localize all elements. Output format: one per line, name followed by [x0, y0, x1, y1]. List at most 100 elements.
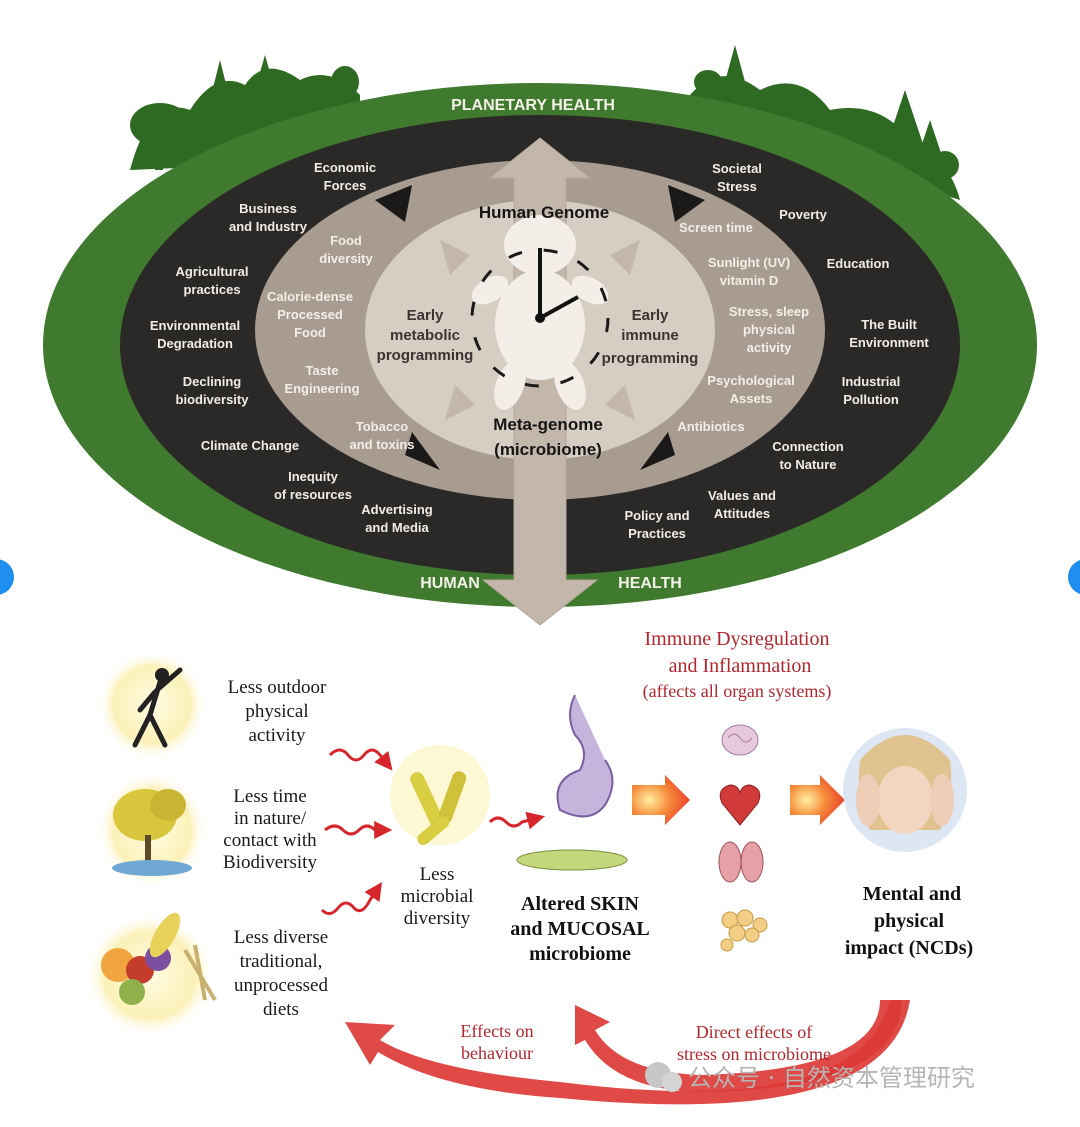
outer-left-label-0-0: Economic [314, 160, 376, 175]
feedback-arrow-behaviour [345, 1000, 910, 1105]
human-label: HUMAN [420, 575, 480, 592]
outer-right-label-5-0: Connection [772, 439, 844, 454]
page-nav-dot-right[interactable] [1068, 559, 1080, 595]
inner-left-label-2-1: Engineering [284, 381, 359, 396]
early-metabolic-2: metabolic [390, 327, 460, 344]
page-nav-dot-left[interactable] [0, 559, 14, 595]
microbes-illustration [390, 745, 490, 845]
pathway-diagram: Less outdoor physical activity Less time… [85, 628, 973, 1105]
inner-right-label-3-1: Assets [730, 391, 773, 406]
diets-text-4: diets [263, 999, 299, 1020]
outer-left-label-5-0: Climate Change [201, 438, 299, 453]
impact-text-1: Mental and [863, 883, 961, 905]
immune-note: (affects all organ systems) [643, 681, 832, 702]
planetary-health-title: PLANETARY HEALTH [451, 97, 615, 114]
fat-cells-icon [720, 909, 768, 952]
stress-text-2: stress on microbiome [677, 1044, 831, 1064]
outer-right-label-7-0: Policy and [624, 508, 689, 523]
nature-text-2: in nature/ [234, 808, 307, 829]
inner-left-label-1-2: Food [294, 325, 326, 340]
outer-left-label-3-1: Degradation [157, 336, 233, 351]
outer-left-label-4-1: biodiversity [176, 392, 250, 407]
human-genome-label: Human Genome [479, 203, 609, 222]
vertical-arrow [481, 137, 599, 626]
outer-left-label-7-0: Advertising [361, 502, 433, 517]
outer-right-label-5-1: to Nature [779, 457, 836, 472]
inward-arrows [375, 185, 705, 470]
outer-right-label-6-0: Values and [708, 488, 776, 503]
infant-silhouette [471, 215, 609, 410]
outer-left-label-2-0: Agricultural [176, 264, 249, 279]
outdoor-text-2: physical [245, 701, 308, 722]
fire-arrow-2 [790, 775, 845, 825]
outer-left-label-1-0: Business [239, 201, 297, 216]
inner-left-label-0-0: Food [330, 233, 362, 248]
brain-icon [721, 724, 759, 756]
nature-text-4: Biodiversity [223, 852, 317, 873]
microbial-text-2: microbial [401, 886, 474, 907]
outer-left-label-6-0: Inequity [288, 469, 339, 484]
nature-illustration [97, 772, 207, 888]
watermark-text: 公众号 · 自然资本管理研究 [688, 1064, 975, 1092]
immune-text-1: Immune Dysregulation [645, 628, 830, 650]
inner-right-label-2-1: physical [743, 322, 795, 337]
diets-text-2: traditional, [240, 951, 323, 972]
health-label: HEALTH [618, 575, 682, 592]
outer-left-label-6-1: of resources [274, 487, 352, 502]
early-immune-2: immune [621, 327, 679, 344]
fire-arrow-1 [632, 775, 690, 825]
inner-left-label-3-0: Tobacco [356, 419, 409, 434]
altered-text-1: Altered SKIN [521, 893, 640, 915]
inner-right-label-1-0: Sunlight (UV) [708, 255, 790, 270]
outer-left-label-4-0: Declining [183, 374, 242, 389]
nature-text-1: Less time [233, 786, 306, 807]
early-immune-1: Early [632, 307, 669, 324]
microbial-text-1: Less [420, 864, 455, 885]
impact-text-3: impact (NCDs) [845, 937, 973, 959]
inner-right-label-0-0: Screen time [679, 220, 753, 235]
outer-left-label-1-1: and Industry [229, 219, 308, 234]
diet-illustration [85, 912, 217, 1037]
outer-left-label-3-0: Environmental [150, 318, 240, 333]
outdoor-text-1: Less outdoor [228, 677, 327, 698]
outer-right-label-3-1: Environment [849, 335, 929, 350]
immune-text-2: and Inflammation [669, 655, 812, 677]
outer-right-label-3-0: The Built [861, 317, 917, 332]
outer-right-label-7-1: Practices [628, 526, 686, 541]
inner-left-label-2-0: Taste [306, 363, 339, 378]
feedback-arrow-stress [575, 1000, 902, 1092]
gut-illustration [516, 694, 628, 871]
diets-text-1: Less diverse [234, 927, 328, 948]
outer-right-label-0-1: Stress [717, 179, 757, 194]
outer-left-label-0-1: Forces [324, 178, 367, 193]
inner-right-label-2-2: activity [747, 340, 793, 355]
outer-left-label-7-1: and Media [365, 520, 429, 535]
wavy-arrows [320, 748, 545, 915]
behaviour-text-2: behaviour [461, 1043, 533, 1063]
diets-text-3: unprocessed [234, 975, 328, 996]
altered-text-3: microbiome [529, 943, 631, 965]
metagenome-label-2: (microbiome) [494, 440, 602, 459]
outer-right-label-4-1: Pollution [843, 392, 899, 407]
early-immune-3: programming [602, 350, 699, 367]
inner-left-label-1-1: Processed [277, 307, 343, 322]
heart-icon [719, 784, 761, 826]
distressed-person-illustration [843, 728, 967, 852]
outer-right-label-6-1: Attitudes [714, 506, 770, 521]
outdoor-activity-illustration [97, 650, 207, 760]
inner-right-label-2-0: Stress, sleep [729, 304, 809, 319]
inner-left-label-1-0: Calorie-dense [267, 289, 353, 304]
metagenome-label-1: Meta-genome [493, 415, 603, 434]
clock-icon [470, 248, 610, 388]
inner-right-label-3-0: Psychological [707, 373, 794, 388]
watermark: 公众号 · 自然资本管理研究 [645, 1062, 975, 1092]
outer-right-label-0-0: Societal [712, 161, 762, 176]
stress-text-1: Direct effects of [696, 1022, 813, 1042]
behaviour-text-1: Effects on [460, 1021, 533, 1041]
inner-left-label-3-1: and toxins [349, 437, 414, 452]
early-metabolic-1: Early [407, 307, 444, 324]
planetary-health-diagram: PLANETARY HEALTH HUMAN HEALTH Human Geno… [43, 45, 1037, 626]
lungs-icon [718, 841, 764, 883]
